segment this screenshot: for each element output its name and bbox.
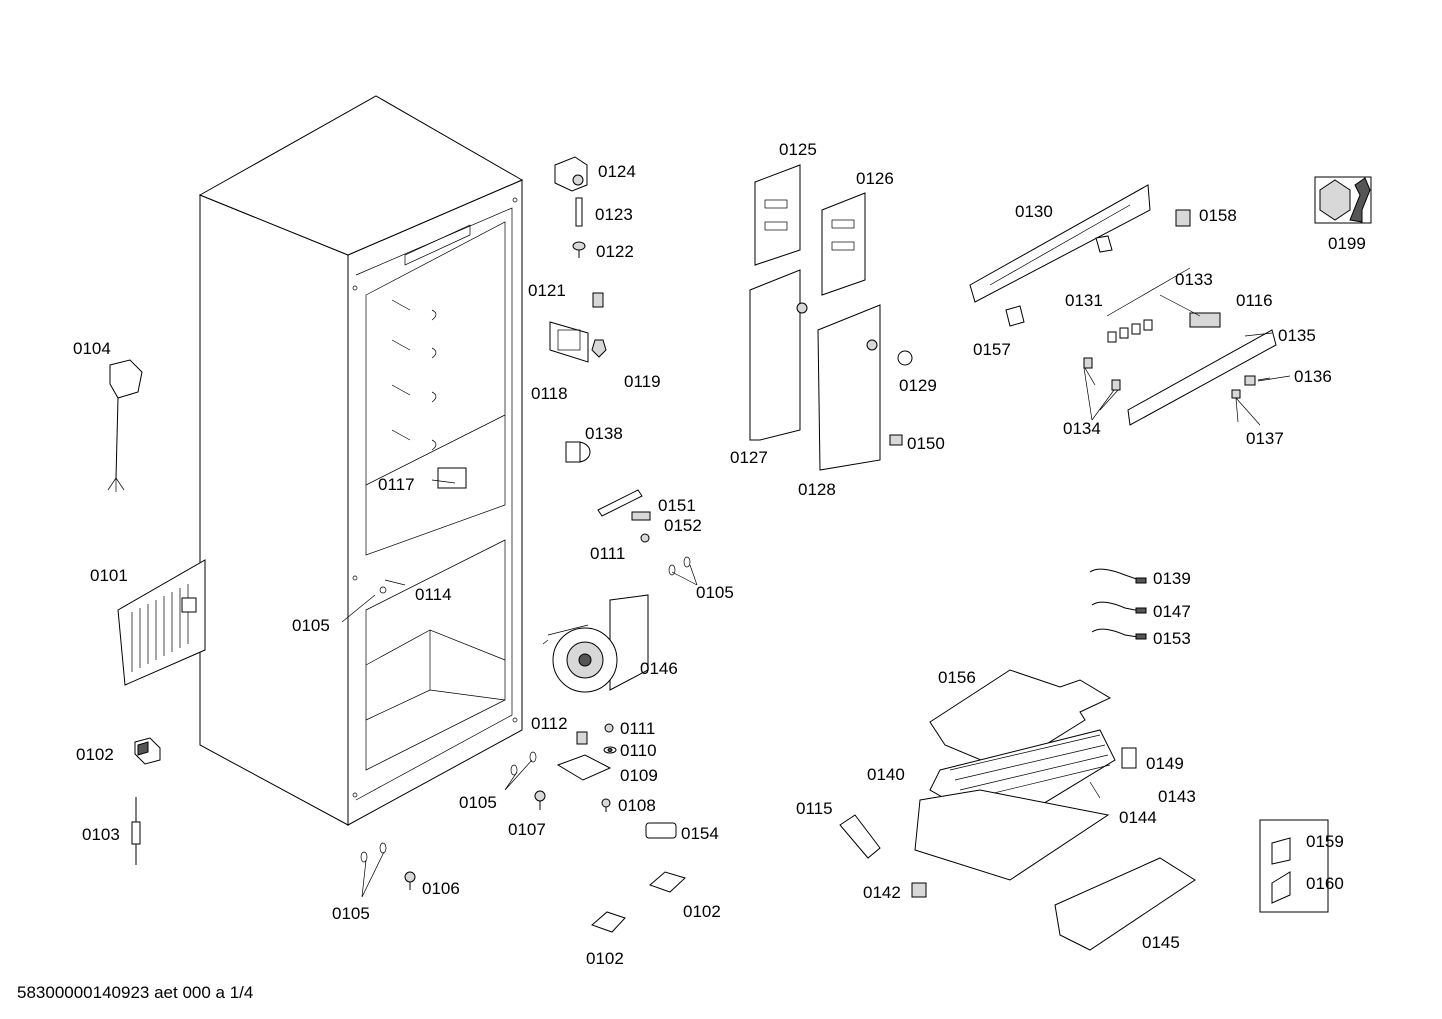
label-0134: 0134 <box>1063 419 1101 438</box>
bracket-0102-left-drawing <box>134 737 161 765</box>
label-0102: 0102 <box>586 949 624 968</box>
label-0149: 0149 <box>1146 754 1184 773</box>
label-0154: 0154 <box>681 824 719 843</box>
label-0108: 0108 <box>618 796 656 815</box>
label-0146: 0146 <box>640 659 678 678</box>
label-0129: 0129 <box>899 376 937 395</box>
fan-assembly-0146 <box>542 594 649 693</box>
label-0139: 0139 <box>1153 569 1191 588</box>
label-0135: 0135 <box>1278 326 1316 345</box>
label-0105: 0105 <box>292 616 330 635</box>
label-0160: 0160 <box>1306 874 1344 893</box>
label-0124: 0124 <box>598 162 636 181</box>
label-0109: 0109 <box>620 766 658 785</box>
label-0156: 0156 <box>938 668 976 687</box>
label-0144: 0144 <box>1119 808 1157 827</box>
accessory-box <box>1259 819 1329 913</box>
label-0153: 0153 <box>1153 629 1191 648</box>
label-0199: 0199 <box>1328 234 1366 253</box>
label-0103: 0103 <box>82 825 120 844</box>
label-0147: 0147 <box>1153 602 1191 621</box>
label-0115: 0115 <box>796 799 833 818</box>
label-0152: 0152 <box>664 516 702 535</box>
bottom-small-parts <box>360 723 686 933</box>
label-0102: 0102 <box>683 902 721 921</box>
label-0133: 0133 <box>1175 270 1213 289</box>
label-0127: 0127 <box>730 448 768 467</box>
label-0142: 0142 <box>863 883 901 902</box>
label-0112: 0112 <box>531 714 568 733</box>
label-0145: 0145 <box>1142 933 1180 952</box>
capillary-0103-drawing <box>131 797 141 865</box>
label-0131: 0131 <box>1065 291 1103 310</box>
label-0151: 0151 <box>658 496 696 515</box>
label-0105: 0105 <box>696 583 734 602</box>
label-0125: 0125 <box>779 140 817 159</box>
label-0143: 0143 <box>1158 787 1196 806</box>
document-code: 58300000140923 aet 000 a 1/4 <box>17 983 253 1002</box>
cabinet-drawing <box>198 95 524 826</box>
lamp-0138 <box>565 441 591 463</box>
label-0101: 0101 <box>90 566 128 585</box>
label-0107: 0107 <box>508 820 546 839</box>
label-0158: 0158 <box>1199 206 1237 225</box>
label-0117: 0117 <box>378 475 415 494</box>
lamp-covers-drawing <box>749 164 913 471</box>
evaporator-drawing <box>839 669 1196 951</box>
label-0110: 0110 <box>620 741 657 760</box>
label-0116: 0116 <box>1236 291 1273 310</box>
label-0137: 0137 <box>1246 429 1284 448</box>
label-0128: 0128 <box>798 480 836 499</box>
label-0102: 0102 <box>76 745 114 764</box>
power-cord-drawing <box>107 359 143 492</box>
part-labels: 0101 0102 0102 0102 0103 0104 0105 0105 … <box>73 140 1366 968</box>
leader-lines <box>341 367 1271 898</box>
hinge-parts-drawing <box>549 156 691 576</box>
label-0105: 0105 <box>332 904 370 923</box>
label-0150: 0150 <box>907 434 945 453</box>
label-0119: 0119 <box>624 372 661 391</box>
control-panel-drawing <box>969 184 1291 426</box>
wrench-nut-icon <box>1314 176 1372 224</box>
label-0136: 0136 <box>1294 367 1332 386</box>
label-0130: 0130 <box>1015 202 1053 221</box>
heater-wires-drawing <box>1089 568 1147 640</box>
back-cover-drawing <box>117 559 206 686</box>
label-0105: 0105 <box>459 793 497 812</box>
label-0118: 0118 <box>531 384 568 403</box>
label-0111: 0111 <box>590 544 625 563</box>
label-0121: 0121 <box>528 281 566 300</box>
label-0111: 0111 <box>620 719 655 738</box>
label-0106: 0106 <box>422 879 460 898</box>
label-0114: 0114 <box>415 585 452 604</box>
label-0140: 0140 <box>867 765 905 784</box>
label-0138: 0138 <box>585 424 623 443</box>
label-0123: 0123 <box>595 205 633 224</box>
label-0159: 0159 <box>1306 832 1344 851</box>
label-0122: 0122 <box>596 242 634 261</box>
label-0126: 0126 <box>856 169 894 188</box>
label-0157: 0157 <box>973 340 1011 359</box>
label-0104: 0104 <box>73 339 111 358</box>
